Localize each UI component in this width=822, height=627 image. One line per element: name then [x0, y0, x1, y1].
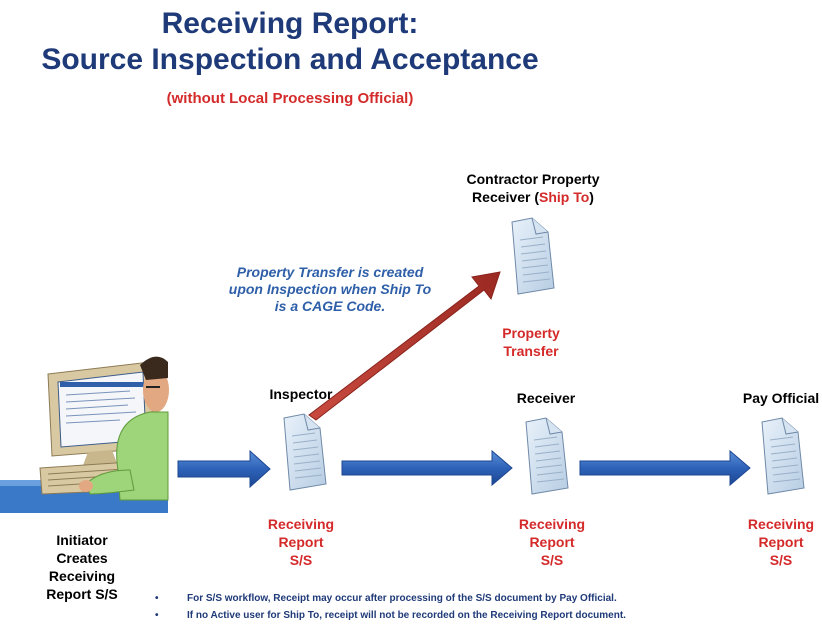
pay-official-label: Pay Official: [742, 390, 820, 406]
receiver-document-icon: [525, 417, 569, 495]
inspector-to-receiver-arrow: [341, 449, 513, 487]
inspector-document-icon: [283, 413, 327, 491]
property-transfer-document-icon: [511, 217, 555, 295]
initiator-label: Initiator Creates Receiving Report S/S: [46, 532, 118, 602]
title-line2: Source Inspection and Acceptance: [41, 43, 539, 76]
subtitle: (without Local Processing Official): [166, 90, 414, 107]
initiator-to-inspector-arrow: [177, 449, 271, 489]
receiver-receiving-report-label: Receiving Report S/S: [518, 516, 586, 568]
pay-official-receiving-report-label: Receiving Report S/S: [747, 516, 815, 568]
initiator-computer-icon: [0, 356, 169, 513]
pay-official-document-icon: [761, 417, 805, 495]
inspector-label: Inspector: [269, 386, 333, 402]
property-transfer-arrow: [308, 271, 501, 421]
footnote-bullets: •For S/S workflow, Receipt may occur aft…: [155, 593, 626, 627]
receiver-to-pay-official-arrow: [579, 449, 751, 487]
footnote-item: •If no Active user for Ship To, receipt …: [155, 610, 626, 621]
property-transfer-note: Property Transfer is created upon Inspec…: [228, 264, 432, 314]
property-transfer-doc-label: Property Transfer: [502, 325, 560, 359]
contractor-property-receiver-label: Contractor Property Receiver (Ship To): [466, 171, 600, 205]
ship-to-label: Ship To: [538, 189, 590, 205]
inspector-receiving-report-label: Receiving Report S/S: [267, 516, 335, 568]
receiver-label: Receiver: [516, 390, 576, 406]
title-line1: Receiving Report:: [161, 7, 419, 40]
footnote-item: •For S/S workflow, Receipt may occur aft…: [155, 593, 617, 604]
